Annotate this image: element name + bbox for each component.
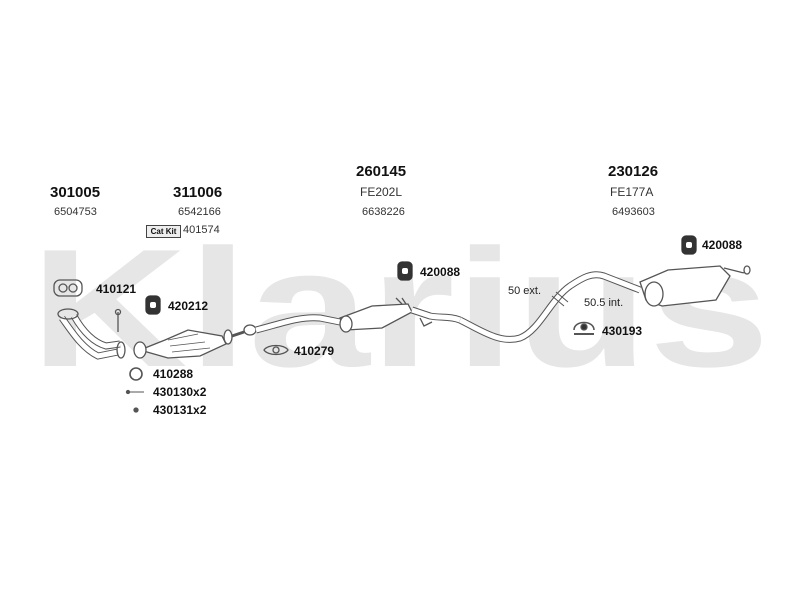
assembly-oem-6504753: 6504753: [54, 206, 97, 218]
rubber-mount-420088-right[interactable]: [681, 235, 697, 255]
part-label-430130x2: 430130x2: [153, 385, 207, 399]
part-label-420212: 420212: [168, 299, 209, 313]
part-label-430193: 430193: [602, 324, 643, 338]
rear-pipe[interactable]: [458, 271, 642, 343]
bolt-part: [114, 308, 122, 332]
assembly-code-301005: 301005: [50, 184, 101, 201]
assembly-oem-6638226: 6638226: [362, 206, 405, 218]
assembly-code-311006: 311006: [173, 184, 223, 201]
rear-silencer[interactable]: [639, 265, 751, 307]
note-int: 50.5 int.: [584, 297, 624, 309]
assembly-oem-6493603: 6493603: [612, 206, 655, 218]
assembly-oem-6542166: 6542166: [178, 206, 221, 218]
flange-gasket-410121[interactable]: [53, 279, 83, 297]
note-ext: 50 ext.: [508, 285, 542, 297]
clamp-430193[interactable]: [573, 321, 595, 335]
part-label-420088-right: 420088: [702, 238, 743, 252]
spring-430130[interactable]: [125, 389, 145, 395]
part-label-410279: 410279: [294, 344, 335, 358]
assembly-type-FE177A: FE177A: [610, 185, 654, 199]
assembly-type-FE202L: FE202L: [360, 185, 403, 199]
cat-kit-badge: Cat Kit: [146, 225, 181, 238]
part-label-410121: 410121: [96, 282, 137, 296]
assembly-code-230126: 230126: [608, 163, 659, 180]
gasket-410279[interactable]: [263, 344, 289, 356]
middle-silencer[interactable]: [339, 297, 462, 333]
part-label-430131x2: 430131x2: [153, 403, 207, 417]
part-label-410288: 410288: [153, 367, 194, 381]
sealing-ring-410288[interactable]: [129, 367, 143, 381]
part-label-420088-mid: 420088: [420, 265, 461, 279]
front-downpipe[interactable]: [57, 308, 126, 360]
rubber-mount-420212[interactable]: [145, 295, 161, 315]
intermediate-pipe[interactable]: [243, 314, 341, 336]
assembly-code-260145: 260145: [356, 163, 407, 180]
cat-kit-number: 401574: [183, 224, 220, 236]
nut-430131[interactable]: [133, 407, 139, 413]
rubber-mount-420088-mid[interactable]: [397, 261, 413, 281]
catalytic-converter[interactable]: [133, 329, 245, 359]
